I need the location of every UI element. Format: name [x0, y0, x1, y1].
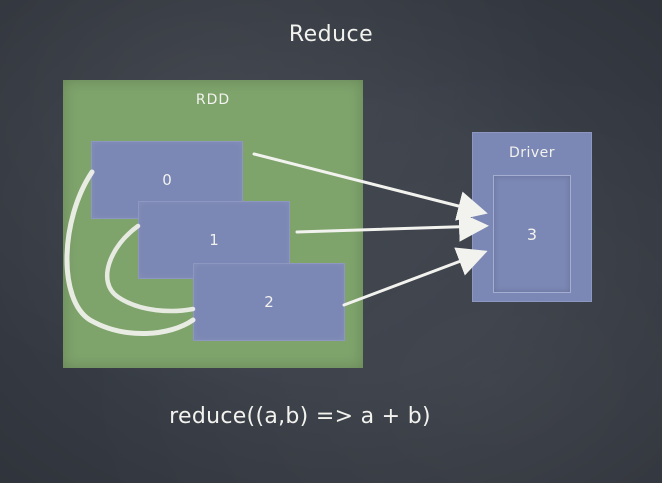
partition-0-label: 0	[162, 171, 172, 189]
partition-2: 2	[193, 263, 345, 341]
partition-2-label: 2	[264, 293, 274, 311]
slide-title: Reduce	[288, 22, 374, 47]
arrow-partition-2-to-driver	[342, 247, 488, 307]
partition-1-label: 1	[209, 231, 219, 249]
reduce-formula: reduce((a,b) => a + b)	[169, 404, 431, 429]
reduce-curve-1	[105, 223, 196, 314]
driver-result-box: 3	[493, 175, 571, 293]
driver-label: Driver	[508, 145, 556, 161]
arrow-partition-0-to-driver	[252, 152, 488, 221]
reduce-curve-0	[64, 169, 196, 337]
driver-result-value: 3	[526, 224, 538, 244]
rdd-label: RDD	[195, 92, 231, 108]
arrow-partition-1-to-driver	[295, 211, 489, 242]
driver-panel: Driver 3	[472, 132, 592, 302]
